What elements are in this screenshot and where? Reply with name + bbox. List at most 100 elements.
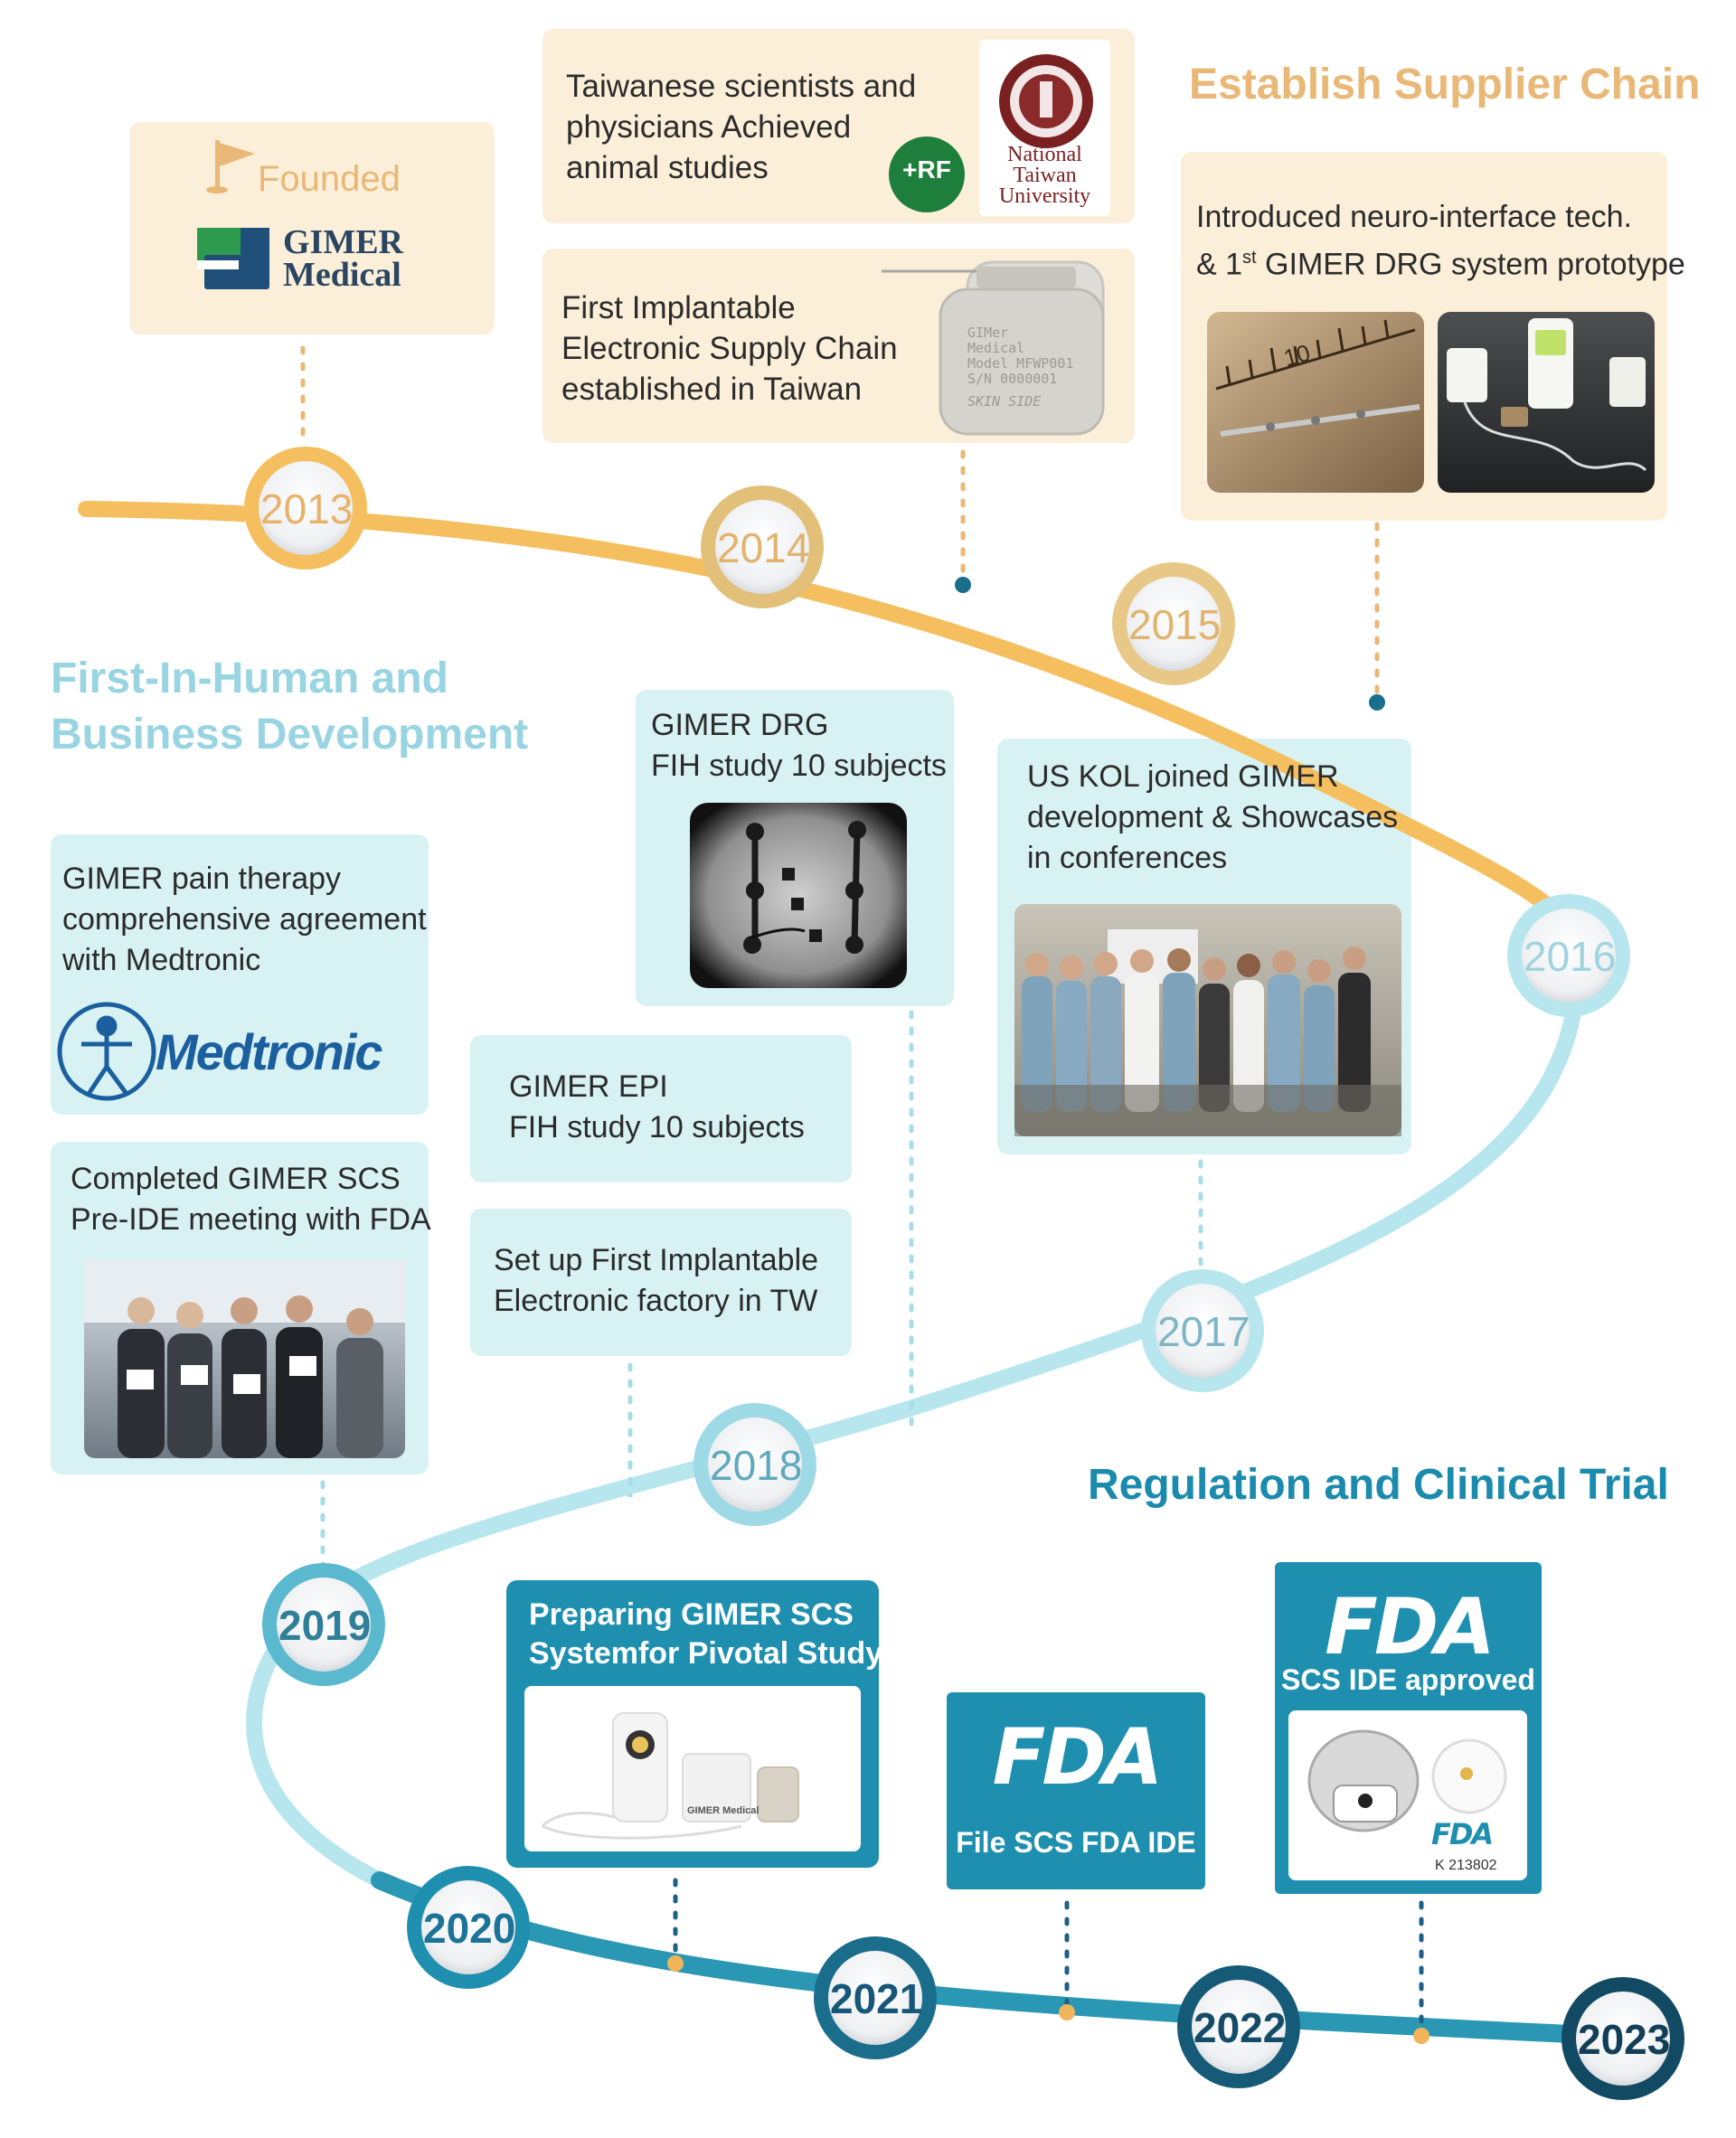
drg-fih-line1: GIMER DRG: [651, 708, 829, 742]
fda-logo-icon: FDA: [992, 1712, 1164, 1803]
pivotal-device-brand: GIMER Medical: [687, 1805, 760, 1816]
year-marker-2019: [262, 1563, 385, 1686]
ntu-seal-icon: [999, 54, 1093, 148]
device-label-line2: Medical: [967, 340, 1025, 356]
ide-approved-text: SCS IDE approved: [1281, 1663, 1535, 1696]
year-marker-2015: [1112, 562, 1235, 685]
pivotal-device-photo: [541, 1712, 799, 1840]
device-label-line4: S/N 0000001: [967, 371, 1058, 387]
us-kol-line2: development & Showcases: [1027, 800, 1399, 834]
factory-line1: Set up First Implantable: [494, 1243, 819, 1277]
year-label-2019: 2019: [278, 1602, 372, 1649]
drg-prototype-photo: [1438, 312, 1655, 493]
device-label-line5: SKIN SIDE: [967, 393, 1042, 410]
supply-chain-line1: First Implantable: [561, 290, 796, 325]
timeline-path-aqua: [246, 941, 1587, 1888]
epi-fih-text: GIMER EPI FIH study 10 subjects: [509, 1067, 805, 1148]
us-kol-line3: in conferences: [1027, 841, 1228, 875]
rf-badge-text: +RF: [902, 155, 951, 184]
factory-line2: Electronic factory in TW: [494, 1284, 818, 1318]
team-photo: [1014, 904, 1401, 1136]
pivotal-text: Preparing GIMER SCS Systemfor Pivotal St…: [529, 1596, 882, 1673]
year-label-2022: 2022: [1194, 2004, 1287, 2051]
xray-image: [690, 803, 907, 988]
fda-logo-large-icon: FDA: [1325, 1582, 1495, 1672]
medtronic-line2: comprehensive agreement: [62, 902, 427, 937]
year-label-2014: 2014: [717, 524, 810, 571]
medtronic-line3: with Medtronic: [62, 943, 261, 977]
ntu-line1: National: [1007, 143, 1082, 166]
year-marker-2023: [1561, 1977, 1684, 2100]
year-label-2013: 2013: [260, 485, 354, 532]
fda-logo-small-icon: FDA: [1431, 1817, 1494, 1851]
gimer-logo-line1: GIMER: [283, 223, 403, 261]
implant-device-illustration: [882, 260, 1105, 436]
year-marker-2017: [1141, 1269, 1264, 1392]
section-title-regulation: Regulation and Clinical Trial: [1088, 1461, 1669, 1509]
year-marker-2020: [407, 1866, 530, 1989]
drg-fih-line2: FIH study 10 subjects: [651, 749, 947, 783]
device-label-line3: Model MFWP001: [967, 355, 1074, 372]
pivotal-line1: Preparing GIMER SCS: [529, 1597, 854, 1632]
medtronic-figure-icon: [57, 1002, 156, 1101]
factory-text: Set up First Implantable Electronic fact…: [494, 1240, 818, 1322]
neuro-interface-line2: & 1st GIMER DRG system prototype: [1196, 238, 1685, 285]
device-label-line1: GIMer: [967, 325, 1009, 341]
taiwan-scientists-line3: animal studies: [566, 150, 769, 185]
us-kol-text: US KOL joined GIMER development & Showca…: [1027, 757, 1398, 879]
year-marker-2014: [701, 485, 824, 608]
ide-approved-device-photo: [1307, 1729, 1507, 1832]
pre-ide-line1: Completed GIMER SCS: [71, 1162, 401, 1196]
taiwan-scientists-text: Taiwanese scientists and physicians Achi…: [566, 66, 916, 188]
year-marker-2013: [244, 447, 367, 570]
pre-ide-text: Completed GIMER SCS Pre-IDE meeting with…: [71, 1159, 431, 1240]
implant-device-label: GIMer Medical Model MFWP001 S/N 0000001 …: [967, 325, 1073, 410]
section-title-supplier-chain: Establish Supplier Chain: [1189, 61, 1701, 108]
supply-chain-text: First Implantable Electronic Supply Chai…: [561, 287, 898, 410]
fda-meeting-photo: [84, 1259, 405, 1458]
year-label-2020: 2020: [423, 1905, 516, 1952]
epi-fih-line1: GIMER EPI: [509, 1069, 668, 1104]
file-ide-card: FDA File SCS FDA IDE: [947, 1692, 1205, 1889]
ntu-line2: Taiwan: [1013, 164, 1077, 187]
drg-fih-text: GIMER DRG FIH study 10 subjects: [651, 705, 947, 786]
gimer-logo-text: GIMER Medical: [283, 223, 403, 294]
pivotal-line2: Systemfor Pivotal Study: [529, 1636, 883, 1671]
ntu-line3: University: [998, 184, 1091, 208]
medtronic-text: GIMER pain therapy comprehensive agreeme…: [62, 859, 427, 981]
section-title-fih-line2: Business Development: [51, 711, 529, 758]
medtronic-line1: GIMER pain therapy: [62, 862, 342, 896]
supply-chain-line3: established in Taiwan: [561, 372, 863, 407]
year-label-2015: 2015: [1128, 601, 1222, 648]
taiwan-scientists-line1: Taiwanese scientists and: [566, 69, 917, 104]
k-number: K 213802: [1435, 1858, 1497, 1873]
neuro-line2-sup: st: [1242, 248, 1257, 268]
gimer-logo-line2: Medical: [283, 256, 401, 294]
section-title-fih-line1: First-In-Human and: [51, 655, 448, 702]
gimer-logo-mark-icon: [197, 228, 269, 289]
year-label-2018: 2018: [710, 1442, 803, 1489]
timeline-path-teal: [371, 1871, 1673, 2048]
neuro-line2-prefix: & 1: [1196, 247, 1243, 282]
founded-label: Founded: [258, 159, 401, 199]
rf-badge-icon: [889, 137, 965, 212]
year-marker-2018: [693, 1403, 816, 1526]
flag-icon: [206, 140, 255, 193]
year-marker-2021: [814, 1936, 937, 2059]
file-ide-text: File SCS FDA IDE: [956, 1826, 1196, 1859]
taiwan-scientists-line2: physicians Achieved: [566, 109, 852, 145]
year-label-2021: 2021: [830, 1975, 923, 2022]
timeline-path-gold: [78, 501, 1586, 957]
us-kol-line1: US KOL joined GIMER: [1027, 759, 1339, 794]
supply-chain-line2: Electronic Supply Chain: [561, 331, 898, 366]
neuro-interface-line1: Introduced neuro-interface tech.: [1196, 200, 1632, 234]
ruler-photo: [1207, 312, 1424, 493]
year-marker-2016: [1507, 894, 1630, 1017]
year-label-2016: 2016: [1524, 933, 1617, 980]
epi-fih-line2: FIH study 10 subjects: [509, 1110, 805, 1144]
pre-ide-line2: Pre-IDE meeting with FDA: [71, 1202, 431, 1237]
year-label-2023: 2023: [1578, 2016, 1671, 2063]
medtronic-logo-text: Medtronic: [156, 1023, 383, 1080]
neuro-interface-text: Introduced neuro-interface tech. & 1st G…: [1196, 197, 1685, 285]
